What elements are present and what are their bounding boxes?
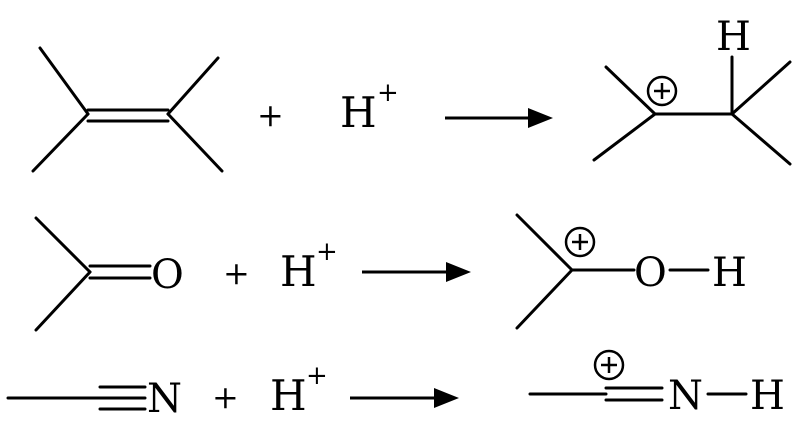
proton-charge: + <box>377 78 399 108</box>
row-nitrile-protonation: N + H + N H <box>6 349 785 422</box>
proton-symbol: H <box>340 88 377 137</box>
proton-charge: + <box>316 237 338 267</box>
positive-charge-icon <box>593 349 625 381</box>
product-h-label: H <box>750 373 785 419</box>
proton-symbol: H <box>270 371 307 420</box>
reactant-o-label: O <box>151 252 184 298</box>
oxocarbenium-product: O H <box>515 213 747 330</box>
plus-sign: + <box>212 378 239 416</box>
proton: H + <box>280 237 338 296</box>
nitrilium-product: N H <box>528 349 785 419</box>
plus-sign: + <box>223 254 250 292</box>
reaction-arrow <box>362 262 471 282</box>
positive-charge-icon <box>646 75 678 107</box>
row-carbonyl-protonation: O + H + O H <box>34 213 747 332</box>
product-o-label: O <box>634 250 667 296</box>
alkene-reactant <box>31 46 224 173</box>
row-alkene-protonation: + H + H <box>31 14 792 173</box>
proton-symbol: H <box>280 247 317 296</box>
proton: H + <box>270 361 328 420</box>
nitrile-reactant: N <box>6 376 182 422</box>
product-n-label: N <box>668 373 703 419</box>
positive-charge-icon <box>564 226 596 258</box>
product-h-label: H <box>712 250 747 296</box>
proton-charge: + <box>306 361 328 391</box>
carbonyl-reactant: O <box>34 216 184 332</box>
reactant-n-label: N <box>147 376 182 422</box>
proton: H + <box>340 78 399 137</box>
reaction-arrow <box>445 108 553 128</box>
product-h-label: H <box>716 14 751 60</box>
carbocation-product: H <box>592 14 792 166</box>
reaction-arrow <box>350 388 459 408</box>
plus-sign: + <box>257 96 284 134</box>
